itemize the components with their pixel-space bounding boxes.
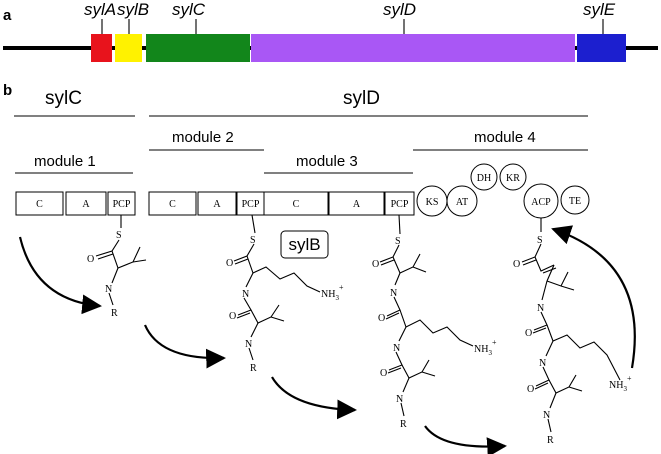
- int3-nitrogen-1: N: [390, 288, 397, 299]
- domain-c-label: C: [169, 199, 176, 210]
- domain-kr: [499, 163, 527, 191]
- gene-syle: [577, 34, 626, 62]
- int4-sulfur: S: [537, 235, 543, 246]
- gene-sylc: [146, 34, 250, 62]
- transfer-arrow-1: [18, 236, 102, 315]
- gene-label-syle: sylE: [583, 0, 616, 19]
- domain-dh: [470, 163, 498, 191]
- sylb-enzyme-box: [280, 230, 329, 259]
- int1-nitrogen: N: [105, 284, 112, 295]
- module-2-label: module 2: [172, 129, 234, 146]
- domain-acp-label: ACP: [531, 197, 551, 208]
- gene-label-syld: sylD: [383, 0, 416, 19]
- domain-at: [446, 185, 478, 217]
- int4-nitrogen-1: N: [537, 303, 544, 314]
- intermediate-4-structure: [521, 218, 621, 433]
- int2-oxygen-1: O: [226, 258, 233, 269]
- domain-kr-label: KR: [506, 173, 520, 184]
- domain-pcp-label: PCP: [391, 199, 409, 210]
- gene-syla: [91, 34, 112, 62]
- int3-r-group: R: [400, 419, 407, 430]
- module-1-label: module 1: [34, 153, 96, 170]
- int3-oxygen-1: O: [372, 259, 379, 270]
- lysine-transfer-arrow: [551, 225, 636, 369]
- int3-ammonium: NH3+: [474, 338, 497, 357]
- domain-c-module1: [15, 191, 64, 216]
- gene-sylb: [115, 34, 142, 62]
- domain-c-label: C: [36, 199, 43, 210]
- int3-oxygen-3: O: [380, 368, 387, 379]
- int3-nitrogen-2: N: [393, 343, 400, 354]
- domain-c-label: C: [293, 199, 300, 210]
- int2-nitrogen-2: N: [245, 339, 252, 350]
- int4-nitrogen-2: N: [539, 358, 546, 369]
- protein-label-sylc: sylC: [45, 88, 82, 109]
- intermediate-2-structure: [233, 214, 321, 361]
- gene-label-sylc: sylC: [172, 0, 206, 19]
- intermediate-1-structure: [95, 215, 147, 306]
- domain-ks-label: KS: [426, 197, 439, 208]
- panel-a-label: a: [3, 7, 12, 24]
- domain-pcp-label: PCP: [113, 199, 131, 210]
- int4-oxygen-3: O: [527, 384, 534, 395]
- domain-te: [560, 185, 590, 215]
- gene-label-syla: sylA: [84, 0, 116, 19]
- int3-nitrogen-3: N: [396, 394, 403, 405]
- panel-b-label: b: [3, 82, 12, 99]
- gene-syld: [251, 34, 575, 62]
- domain-pcp-label: PCP: [242, 199, 260, 210]
- domain-te-label: TE: [569, 196, 581, 207]
- sylb-enzyme-label: sylB: [288, 235, 320, 254]
- int4-nitrogen-3: N: [543, 410, 550, 421]
- int4-ammonium: NH3+: [609, 374, 632, 393]
- int4-r-group: R: [547, 435, 554, 446]
- int1-r-group: R: [111, 308, 118, 319]
- domain-dh-label: DH: [477, 173, 491, 184]
- transfer-arrow-3: [271, 376, 357, 420]
- domain-a-module3: [328, 191, 385, 216]
- protein-label-syld: sylD: [343, 88, 380, 109]
- int2-oxygen-2: O: [229, 311, 236, 322]
- int1-oxygen: O: [87, 254, 94, 265]
- intermediate-3-structure: [379, 214, 474, 417]
- module-4-label: module 4: [474, 129, 536, 146]
- int2-nitrogen-1: N: [242, 289, 249, 300]
- transfer-arrow-2: [143, 324, 226, 369]
- int3-oxygen-2: O: [378, 313, 385, 324]
- int1-sulfur: S: [116, 230, 122, 241]
- domain-a-module1: [65, 191, 107, 216]
- int3-sulfur: S: [395, 236, 401, 247]
- int4-oxygen-1: O: [513, 259, 520, 270]
- domain-a-label: A: [353, 199, 361, 210]
- transfer-arrow-4: [424, 425, 507, 454]
- domain-a-label: A: [82, 199, 90, 210]
- int2-sulfur: S: [250, 235, 256, 246]
- domain-a-module2: [197, 191, 237, 216]
- int4-oxygen-2: O: [525, 328, 532, 339]
- domain-at-label: AT: [456, 197, 468, 208]
- int2-r-group: R: [250, 363, 257, 374]
- module-3-label: module 3: [296, 153, 358, 170]
- domain-c-module2: [148, 191, 197, 216]
- int2-ammonium: NH3+: [321, 283, 344, 302]
- domain-a-label: A: [213, 199, 221, 210]
- domain-c-module3: [263, 191, 329, 216]
- gene-label-sylb: sylB: [117, 0, 149, 19]
